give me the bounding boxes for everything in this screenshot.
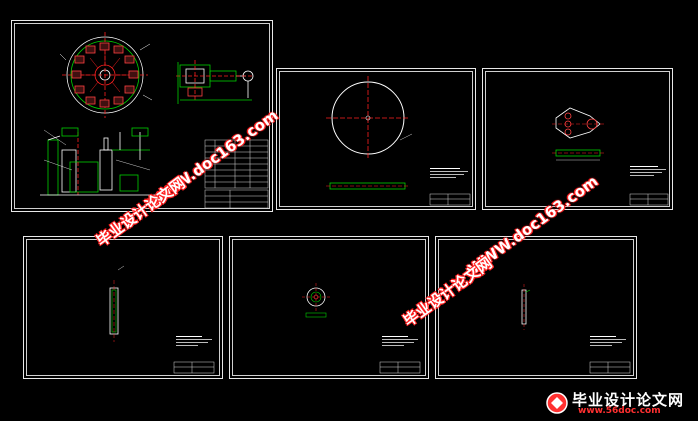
- flange-part-sheet[interactable]: [229, 236, 429, 379]
- disc-leaders: [59, 43, 153, 101]
- front-elevation-view: [40, 127, 160, 196]
- bracket-part-sheet[interactable]: [482, 68, 673, 210]
- disc-pockets: [71, 42, 139, 108]
- bracket-part-frame: [485, 71, 670, 207]
- shaft-part-frame: [26, 239, 220, 376]
- plate-part-notes: [590, 336, 626, 346]
- parts-list-table: [204, 139, 269, 209]
- bracket-part-notes: [630, 166, 666, 176]
- disc-part-sheet[interactable]: [276, 68, 476, 210]
- flange-part-frame: [232, 239, 426, 376]
- plate-part-sheet[interactable]: [435, 236, 637, 379]
- logo-title: 毕业设计论文网: [572, 391, 685, 409]
- disc-part-frame: [279, 71, 473, 207]
- assembly-frame: [14, 23, 270, 209]
- logo-url: www.56doc.com: [578, 406, 661, 416]
- logo-emblem-icon: [546, 392, 568, 414]
- flange-part-notes: [382, 336, 418, 346]
- assembly-sheet[interactable]: [11, 20, 273, 212]
- disc-spokes: [82, 52, 128, 93]
- drive-unit-view: [176, 60, 254, 104]
- shaft-part-sheet[interactable]: [23, 236, 223, 379]
- plate-part-frame: [438, 239, 634, 376]
- elevation-leaders: [43, 129, 151, 171]
- disc-part-notes: [430, 168, 468, 178]
- shaft-part-notes: [176, 336, 212, 346]
- site-logo: 毕业设计论文网 www.56doc.com: [542, 389, 692, 417]
